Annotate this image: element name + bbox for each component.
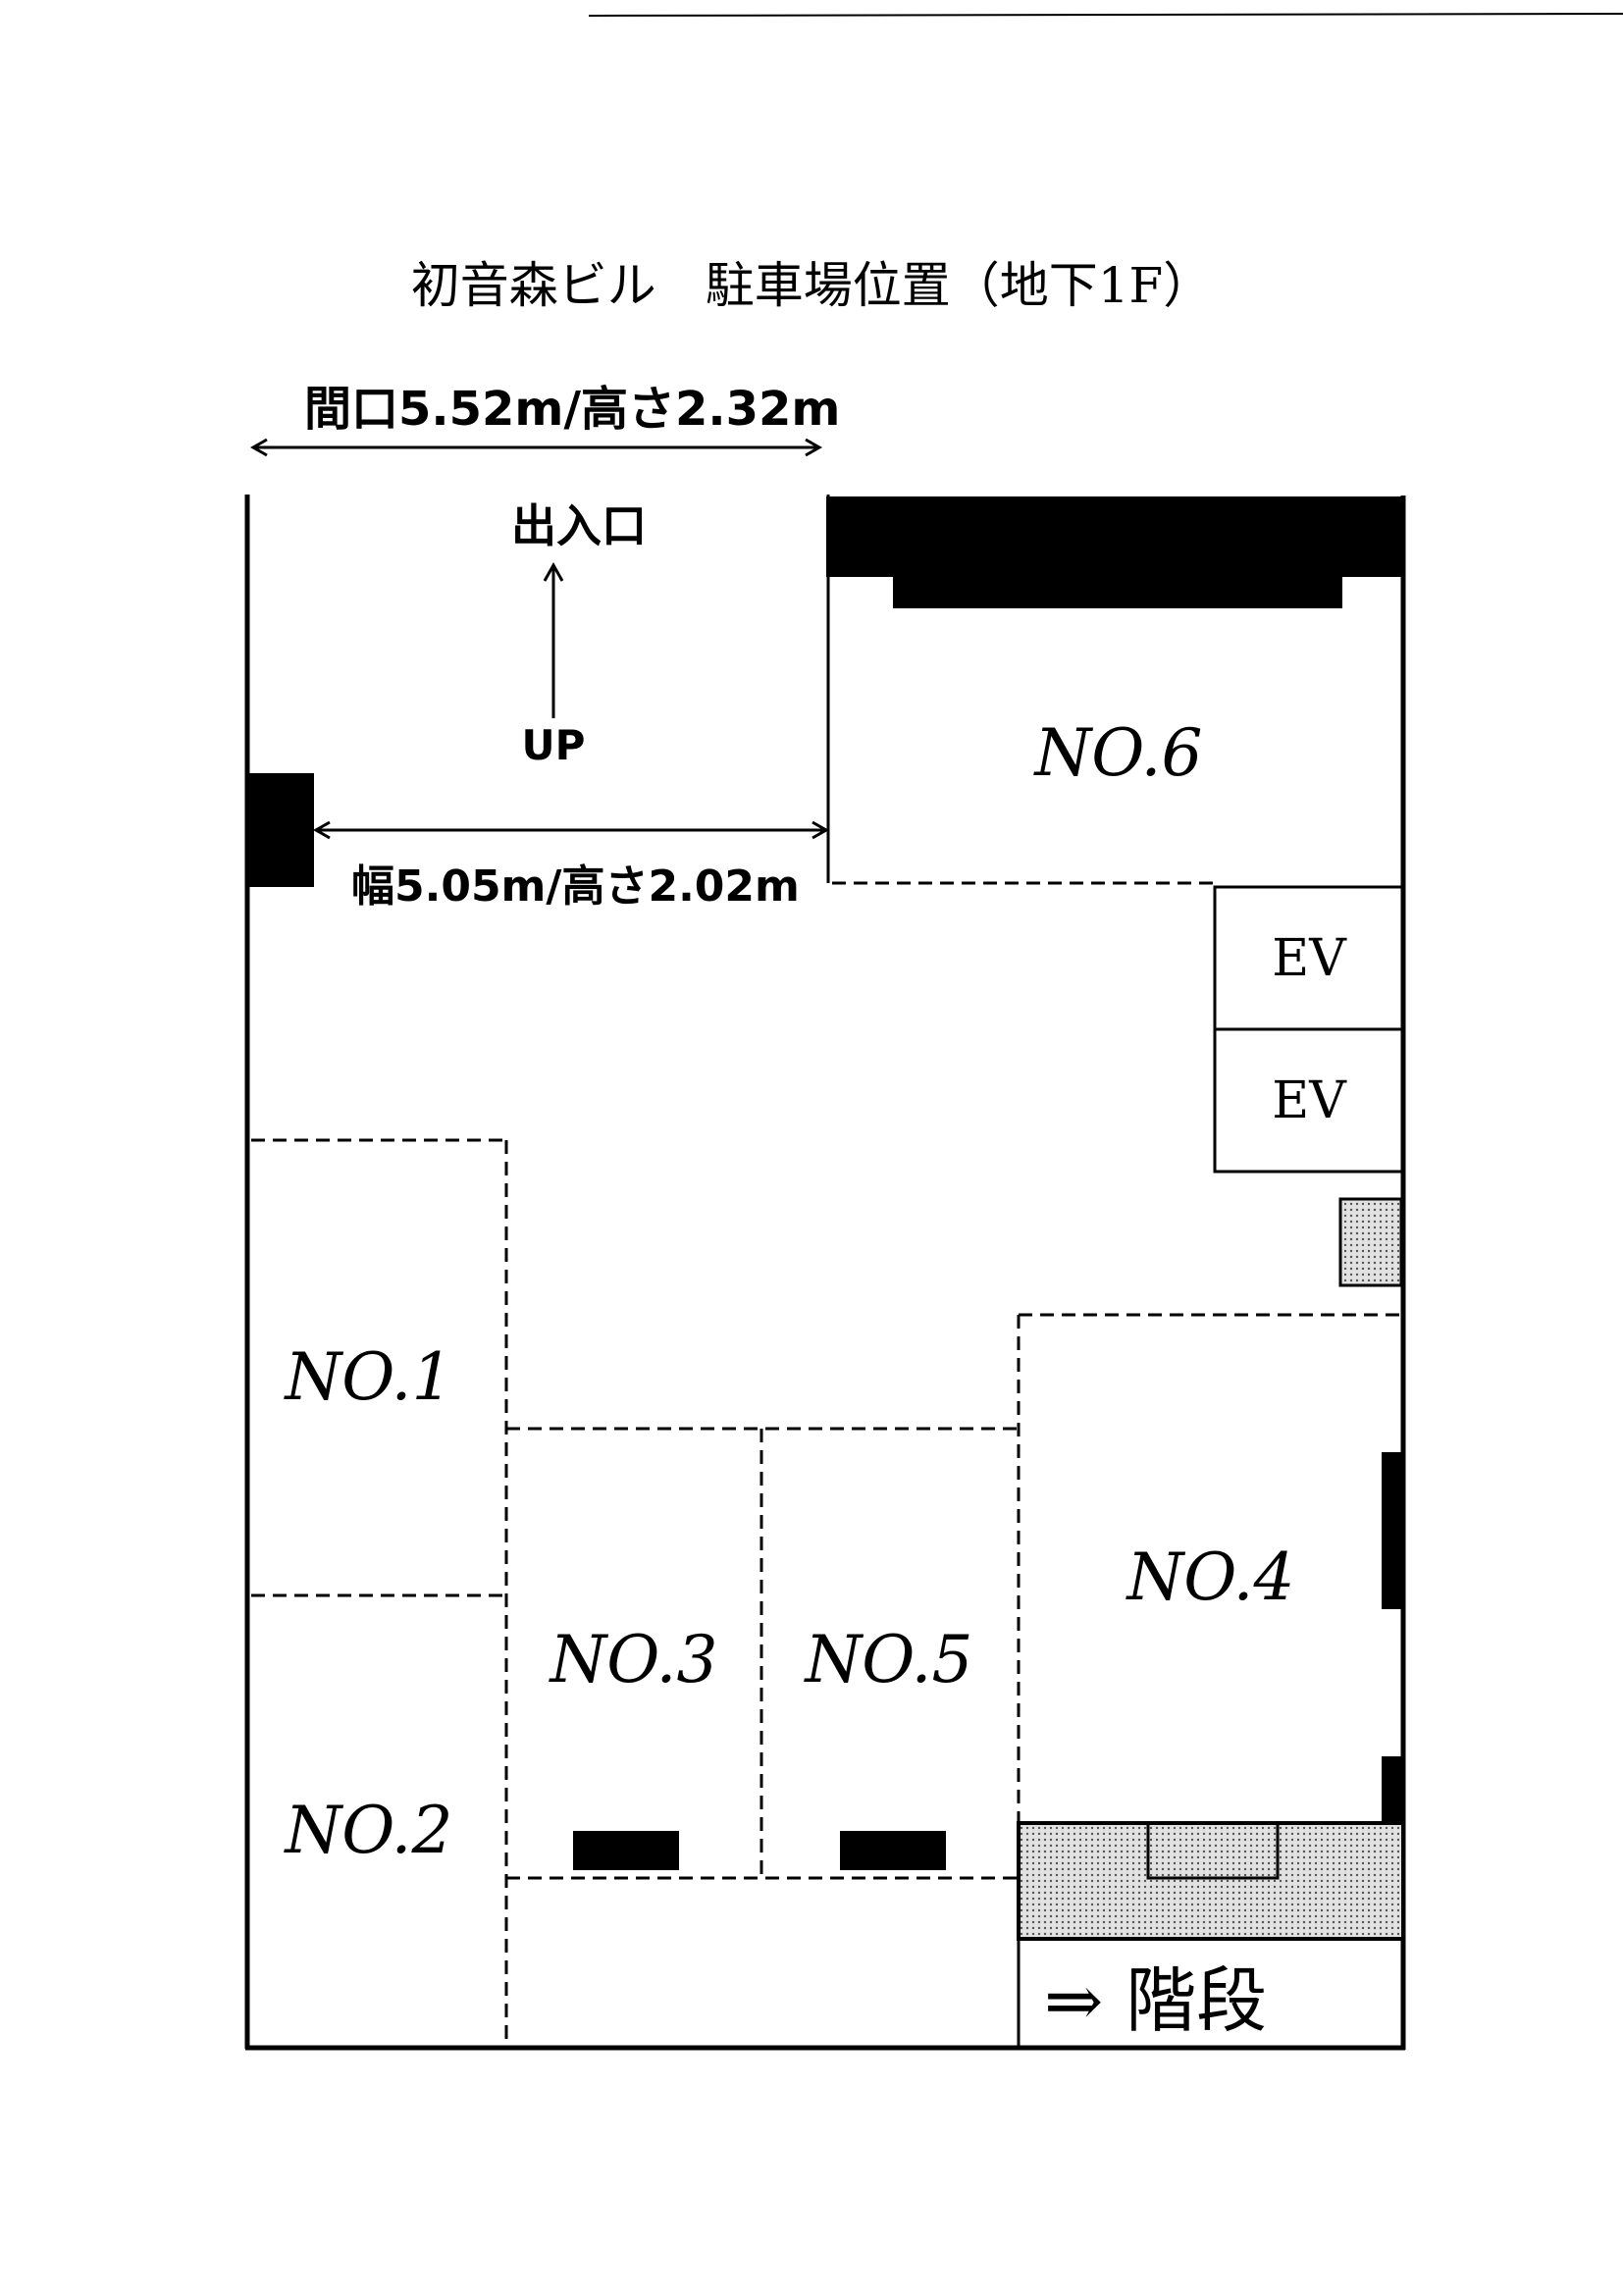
elevator-block	[1213, 885, 1405, 1174]
up-arrow	[543, 561, 564, 718]
scan-line	[588, 13, 1623, 17]
space-no6-label: NO.6	[1033, 715, 1203, 791]
top-wall-block	[826, 496, 1405, 608]
opening-width-arrow	[249, 438, 823, 457]
utility-box	[1338, 1197, 1403, 1287]
up-label: UP	[522, 721, 586, 769]
exit-label: 出入口	[511, 499, 647, 552]
space-no6	[826, 495, 1215, 885]
wheel-stop-no3	[573, 1831, 679, 1870]
wall-pillar-lower	[1382, 1756, 1403, 1825]
space-no5-label: NO.5	[804, 1622, 973, 1697]
space-no3-label: NO.3	[549, 1622, 718, 1697]
space-no3-no5	[506, 1427, 1017, 1880]
opening-dimension-label: 間口5.52m/高さ2.32m	[304, 382, 840, 437]
entrance-width-arrow	[312, 820, 830, 840]
stairs-landing	[1017, 1821, 1405, 1941]
entrance-width-label: 幅5.05m/高さ2.02m	[351, 861, 800, 912]
stairs-label: ⇒ 階段	[1044, 1959, 1267, 2042]
space-no1-no2	[251, 1138, 508, 2046]
space-no1-label: NO.1	[284, 1339, 453, 1415]
wall-pillar-upper	[1382, 1452, 1403, 1609]
elevator-2-label: EV	[1272, 1071, 1347, 1130]
space-no4-label: NO.4	[1126, 1539, 1295, 1615]
space-no2-label: NO.2	[284, 1793, 453, 1868]
elevator-1-label: EV	[1272, 929, 1347, 988]
entrance-pillar	[247, 773, 314, 887]
wheel-stop-no5	[840, 1831, 946, 1870]
page-title: 初音森ビル 駐車場位置（地下1F）	[411, 257, 1213, 314]
space-no4	[1017, 1313, 1401, 1823]
